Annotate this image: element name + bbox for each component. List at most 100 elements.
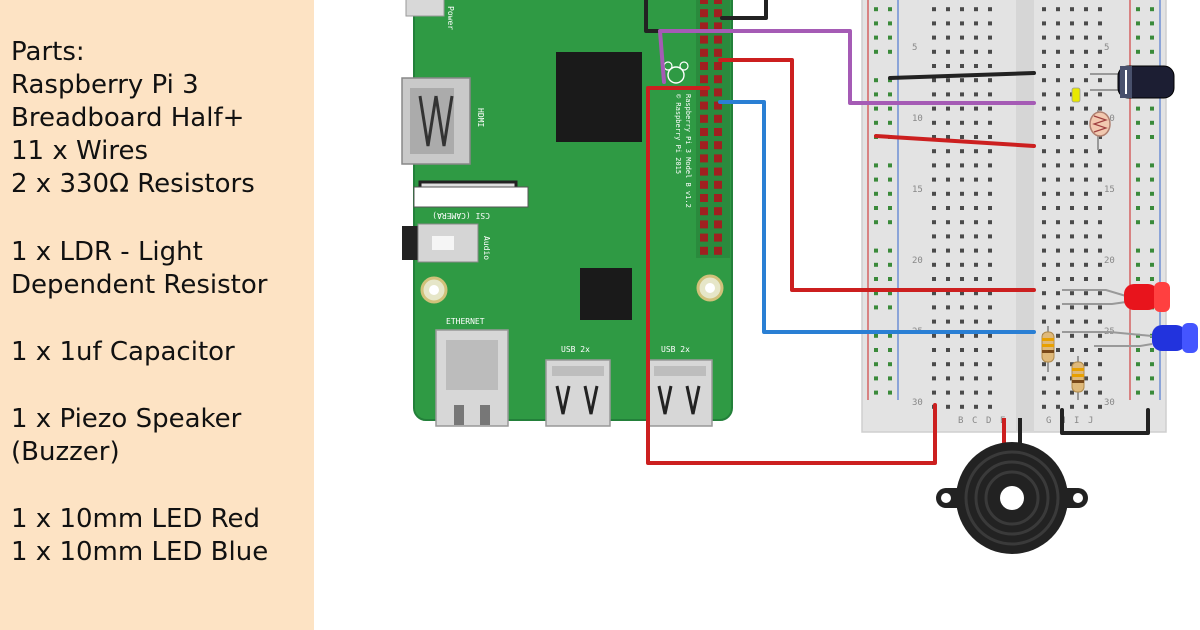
breadboard-hole: [1070, 120, 1074, 125]
gpio-pin: [700, 75, 708, 84]
breadboard-hole: [1056, 404, 1060, 409]
rail-hole: [874, 262, 878, 267]
breadboard-hole: [988, 277, 992, 281]
breadboard-hole: [1056, 248, 1060, 253]
gpio-pin: [700, 167, 708, 176]
rail-hole: [1150, 348, 1154, 352]
gpio-pin: [714, 246, 722, 255]
breadboard-hole: [1070, 248, 1074, 253]
breadboard-hole: [974, 362, 978, 367]
gpio-pin: [714, 101, 722, 110]
rail-hole: [1136, 333, 1140, 338]
rail-hole: [1150, 248, 1154, 253]
breadboard-hole: [1070, 177, 1074, 182]
breadboard-hole: [932, 49, 936, 54]
rail-hole: [874, 106, 878, 111]
breadboard-hole: [1056, 376, 1060, 381]
wire-red-rail: [874, 134, 1036, 148]
breadboard-hole: [960, 220, 964, 225]
rail-hole: [874, 7, 878, 12]
rail-hole: [1150, 35, 1154, 40]
breadboard-hole: [932, 305, 936, 310]
breadboard-hole: [1056, 191, 1060, 196]
breadboard-hole: [974, 333, 978, 338]
rail-hole: [1150, 106, 1154, 111]
breadboard-hole: [1042, 7, 1046, 12]
hdmi-label: HDMI: [476, 108, 485, 127]
breadboard-hole: [946, 106, 950, 111]
gpio-pin: [714, 180, 722, 189]
rail-hole: [888, 220, 892, 225]
gpio-pin: [700, 9, 708, 18]
breadboard-hole: [974, 390, 978, 395]
rail-hole: [888, 277, 892, 281]
breadboard-hole: [1056, 390, 1060, 395]
wire-red-gpio: [718, 58, 1036, 292]
breadboard-hole: [974, 319, 978, 324]
breadboard-hole: [1084, 64, 1088, 68]
breadboard-hole: [946, 319, 950, 324]
gpio-pin: [714, 48, 722, 57]
breadboard-hole: [946, 305, 950, 310]
breadboard-hole: [932, 191, 936, 196]
breadboard-hole: [1098, 92, 1102, 97]
breadboard-hole: [1070, 291, 1074, 296]
rail-hole: [874, 120, 878, 125]
gpio-pin: [714, 22, 722, 31]
rail-hole: [1136, 49, 1140, 54]
breadboard-hole: [1098, 135, 1102, 139]
breadboard-hole: [960, 319, 964, 324]
breadboard-hole: [988, 64, 992, 68]
breadboard-hole: [1070, 149, 1074, 154]
gpio-pin: [700, 88, 708, 97]
breadboard-hole: [1042, 404, 1046, 409]
breadboard-hole: [960, 191, 964, 196]
breadboard-hole: [988, 220, 992, 225]
breadboard-hole: [1084, 362, 1088, 367]
breadboard-hole: [974, 78, 978, 83]
breadboard-hole: [960, 163, 964, 168]
rail-hole: [874, 163, 878, 168]
breadboard-hole: [1070, 390, 1074, 395]
breadboard-hole: [1070, 234, 1074, 239]
breadboard-hole: [974, 191, 978, 196]
breadboard-hole: [988, 120, 992, 125]
rail-hole: [1136, 191, 1140, 196]
breadboard-hole: [932, 135, 936, 139]
rail-hole: [874, 21, 878, 26]
wire-red-buzzer: [646, 86, 937, 465]
breadboard-hole: [1084, 333, 1088, 338]
row-number: 15: [912, 185, 923, 195]
breadboard-hole: [1042, 277, 1046, 281]
part-line: Breadboard Half+: [11, 103, 245, 133]
breadboard-hole: [974, 220, 978, 225]
gpio-pin: [700, 48, 708, 57]
wire-black-top-right: [720, 0, 768, 20]
rail-hole: [874, 362, 878, 367]
rail-hole: [1150, 120, 1154, 125]
usb-right-label: USB 2x: [661, 345, 690, 354]
camera-label: CSI (CAMERA): [432, 211, 490, 220]
rail-hole: [874, 291, 878, 296]
rail-hole: [1136, 120, 1140, 125]
breadboard-hole: [946, 348, 950, 352]
rail-hole: [1136, 220, 1140, 225]
row-number: 5: [1104, 43, 1109, 53]
breadboard-hole: [1070, 21, 1074, 26]
breadboard-hole: [1042, 49, 1046, 54]
rail-hole: [874, 49, 878, 54]
breadboard-hole: [1098, 234, 1102, 239]
breadboard-hole: [1084, 7, 1088, 12]
breadboard-hole: [932, 149, 936, 154]
rail-hole: [1136, 390, 1140, 395]
breadboard-hole: [1098, 291, 1102, 296]
breadboard-hole: [946, 277, 950, 281]
breadboard-hole: [1098, 404, 1102, 409]
breadboard-hole: [1084, 277, 1088, 281]
usb-port-left: [545, 359, 611, 427]
rail-hole: [888, 362, 892, 367]
breadboard-hole: [1084, 248, 1088, 253]
breadboard-hole: [1042, 120, 1046, 125]
wire-blue-gpio: [718, 100, 1036, 334]
gpio-pin: [714, 207, 722, 216]
